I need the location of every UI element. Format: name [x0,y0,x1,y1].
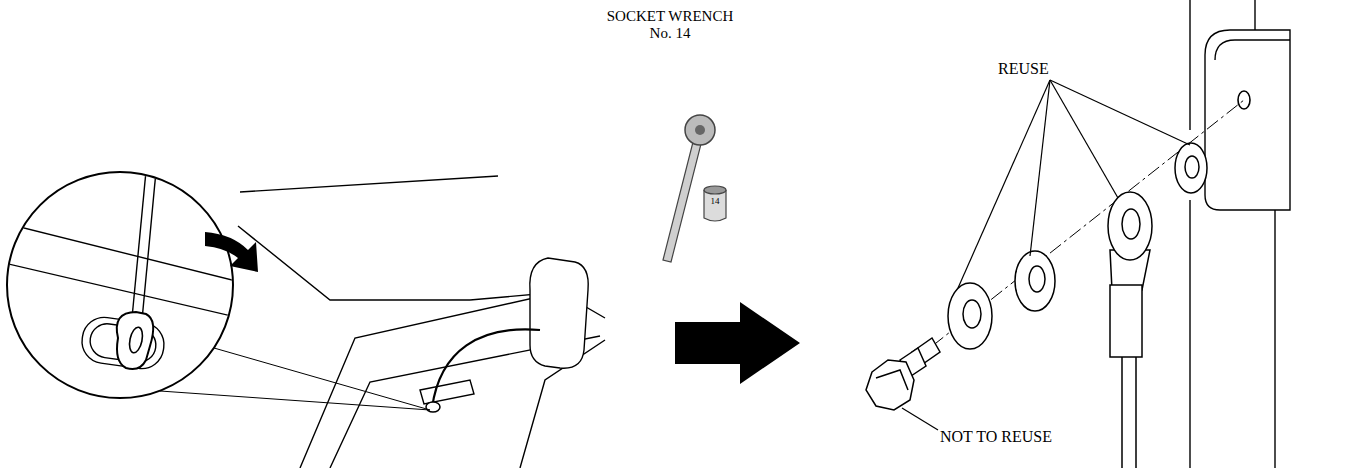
bolt [866,338,940,410]
tool-name: SOCKET WRENCH No. 14 [600,8,740,43]
ring-terminal [1108,192,1152,468]
body-panel [1190,0,1290,468]
socket-wrench-icon [663,115,726,262]
leader-line [902,80,1190,430]
center-line [893,100,1244,377]
not-reuse-note: NOT TO REUSE [940,428,1100,446]
washer [948,143,1207,349]
detail-circle [7,172,233,398]
step-arrow [675,302,800,384]
detail-view [0,150,240,371]
ground-wire [432,329,540,408]
reuse-note: REUSE [998,60,1088,78]
rotate-arrow [205,232,258,272]
ground-terminal [426,402,440,412]
seat-body [238,176,605,468]
socket-size: 14 [704,196,726,206]
